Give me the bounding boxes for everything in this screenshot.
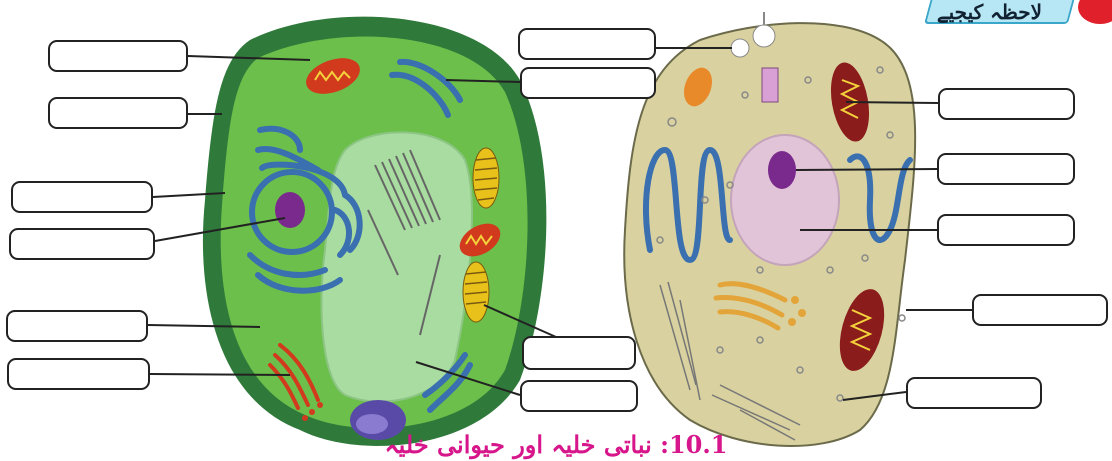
animal-nucleolus: [768, 151, 796, 189]
animal-label-box-4[interactable]: [937, 214, 1075, 246]
section-banner-text: لاحظہ کیجیے: [937, 0, 1042, 24]
plant-label-box-7[interactable]: [520, 67, 656, 99]
figure-caption: 10.1: نباتی خلیہ اور حیوانی خلیہ: [0, 428, 1112, 461]
plant-label-box-1[interactable]: [48, 40, 188, 72]
plant-vacuole: [322, 132, 472, 401]
plant-label-box-8[interactable]: [522, 336, 636, 370]
plant-label-box-3[interactable]: [11, 181, 153, 213]
animal-label-box-3[interactable]: [937, 153, 1075, 185]
plant-label-box-5[interactable]: [6, 310, 148, 342]
plant-label-box-9[interactable]: [520, 380, 638, 412]
animal-vesicle-1: [731, 39, 749, 57]
animal-label-box-6[interactable]: [906, 377, 1042, 409]
plant-label-box-2[interactable]: [48, 97, 188, 129]
animal-centriole: [762, 68, 778, 102]
animal-label-box-2[interactable]: [938, 88, 1075, 120]
plant-nucleolus: [275, 192, 305, 228]
animal-label-box-1[interactable]: [518, 28, 656, 60]
plant-label-box-6[interactable]: [7, 358, 150, 390]
animal-label-box-5[interactable]: [972, 294, 1108, 326]
plant-label-box-4[interactable]: [9, 228, 155, 260]
animal-vesicle-2: [753, 25, 775, 47]
